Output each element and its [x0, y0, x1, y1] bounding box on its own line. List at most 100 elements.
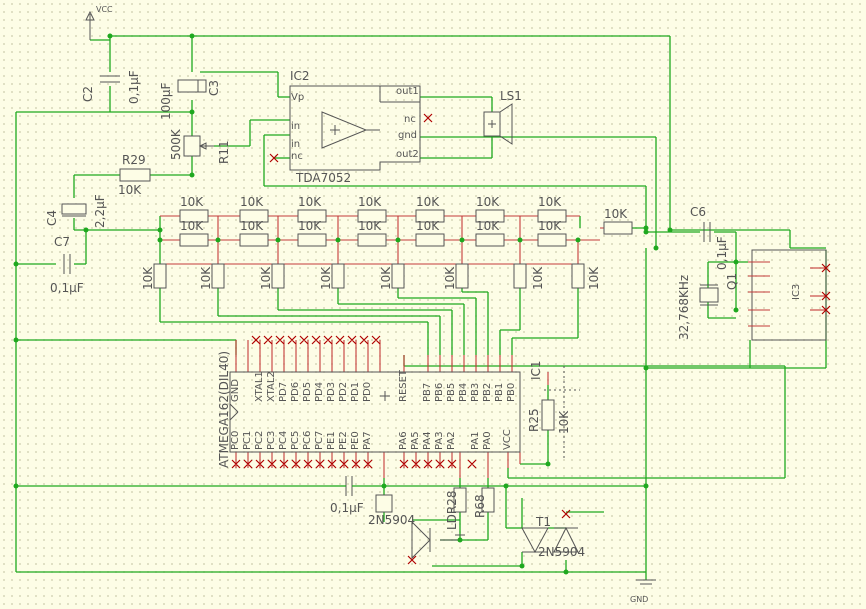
pin-top-20: PB0	[506, 382, 517, 402]
pin-top-8: PD3	[326, 381, 337, 402]
r11-symbol	[183, 135, 201, 157]
q1-label: Q1	[725, 272, 739, 290]
r68-label: R68	[473, 494, 487, 518]
transistor-right-part: 2N5904	[538, 545, 586, 559]
c4-symbol	[61, 203, 87, 215]
pin-top-7: PD4	[314, 381, 325, 402]
pin-top-4: PD7	[278, 381, 289, 402]
r11-value: 500K	[169, 129, 183, 160]
ic2-label: IC2	[290, 69, 310, 83]
pin-bottom-2: PC1	[242, 430, 253, 450]
r29-label: R29	[122, 153, 146, 167]
pin-bottom-6: PC5	[290, 430, 301, 450]
c6-value: 0,1µF	[715, 236, 729, 270]
ladder-label-6: 10K	[476, 195, 500, 209]
ladder-label-10: 10K	[298, 219, 322, 233]
c4-value: 2,2µF	[93, 194, 107, 228]
transistor-right-symbol	[521, 527, 549, 554]
ladder-label-17: 10K	[199, 266, 213, 290]
ladder-label-2: 10K	[240, 195, 264, 209]
ladder-label-22: 10K	[531, 266, 545, 290]
pin-top-6: PD5	[302, 381, 313, 402]
mcu-notch	[229, 403, 239, 413]
amp-pin-vp: Vp	[291, 92, 305, 103]
c2-label: C2	[81, 85, 95, 102]
ladder-label-18: 10K	[259, 266, 273, 290]
ladder-label-13: 10K	[476, 219, 500, 233]
vcc-label: VCC	[96, 5, 113, 14]
pin-top-15: PB5	[446, 382, 457, 402]
ladder-label-1: 10K	[180, 195, 204, 209]
transistor-left-part: 2N5904	[368, 513, 416, 527]
led-right	[553, 526, 579, 553]
ladder-label-21: 10K	[443, 266, 457, 290]
pin-top-13: PB7	[422, 382, 433, 402]
pin-bottom-15: PA4	[422, 431, 433, 450]
pin-bottom-9: PE1	[326, 431, 337, 450]
c7-value: 0,1µF	[50, 281, 84, 295]
pin-bottom-20: VCC	[502, 429, 513, 450]
r25-label: R25	[527, 408, 541, 432]
pin-top-3: XTAL2	[266, 371, 277, 402]
pin-top-18: PB2	[482, 382, 493, 402]
amp-pin-nc-right: nc	[404, 114, 416, 125]
pin-top-16: PB4	[458, 382, 469, 402]
pin-bottom-11: PE0	[350, 431, 361, 450]
r29-symbol	[119, 168, 151, 182]
pin-top-14: PB6	[434, 382, 445, 402]
c3-label: C3	[207, 79, 221, 96]
pin-bottom-14: PA5	[410, 431, 421, 450]
transistor-left-symbol	[375, 494, 393, 513]
pin-bottom-12: PA7	[362, 431, 373, 450]
pin-bottom-19: PA0	[482, 431, 493, 450]
transistor-right-name: T1	[536, 515, 551, 529]
amp-triangle	[321, 111, 368, 149]
ldr-label: LDR28	[445, 490, 459, 530]
ldr-symbol	[453, 487, 467, 513]
pin-top-9: PD2	[338, 381, 349, 402]
pin-bottom-17: PA2	[446, 431, 457, 450]
ladder-label-16: 10K	[141, 266, 155, 290]
pin-top-10: PD1	[350, 381, 361, 402]
r25-symbol	[541, 399, 555, 431]
pin-bottom-3: PC2	[254, 430, 265, 450]
pin-bottom-10: PE2	[338, 431, 349, 450]
r68-symbol	[481, 487, 495, 513]
c-bottom-value: 0,1µF	[330, 501, 364, 515]
mcu-name-label: IC1	[529, 360, 543, 380]
pin-top-1: GND	[230, 379, 241, 402]
r29-value: 10K	[118, 183, 142, 197]
pin-bottom-13: PA6	[398, 431, 409, 450]
pin-bottom-8: PC7	[314, 430, 325, 450]
mcu-part-label: ATMEGA162(DIL40)	[217, 350, 231, 468]
pin-top-19: PB1	[494, 382, 505, 402]
amp-pin-out1: out1	[396, 86, 419, 97]
pin-bottom-16: PA3	[434, 431, 445, 450]
junction-dots	[13, 33, 739, 575]
c7-label: C7	[54, 235, 71, 249]
ladder-label-8: 10K	[180, 219, 204, 233]
pin-bottom-4: PC3	[266, 430, 277, 450]
c3-value: 100µF	[159, 82, 173, 120]
ladder-label-4: 10K	[358, 195, 382, 209]
ladder-label-12: 10K	[416, 219, 440, 233]
led-left	[411, 520, 431, 560]
gnd-label: GND	[630, 595, 649, 604]
ladder-label-14: 10K	[538, 219, 562, 233]
mcu-body	[229, 371, 521, 453]
pin-bottom-18: PA1	[470, 431, 481, 450]
ic2-part-label: TDA7052	[296, 171, 352, 185]
q1-symbol	[699, 287, 719, 303]
ladder-label-20: 10K	[379, 266, 393, 290]
c6-label: C6	[690, 205, 707, 219]
c2-value: 0,1µF	[127, 70, 141, 104]
c4-label: C4	[45, 209, 59, 226]
pin-top-12: RESET	[398, 369, 409, 402]
ladder-label-7: 10K	[538, 195, 562, 209]
ladder-label-15: 10K	[604, 207, 628, 221]
pin-bottom-1: PC0	[230, 430, 241, 450]
ladder-label-19: 10K	[319, 266, 333, 290]
amp-pin-out2: out2	[396, 149, 419, 160]
